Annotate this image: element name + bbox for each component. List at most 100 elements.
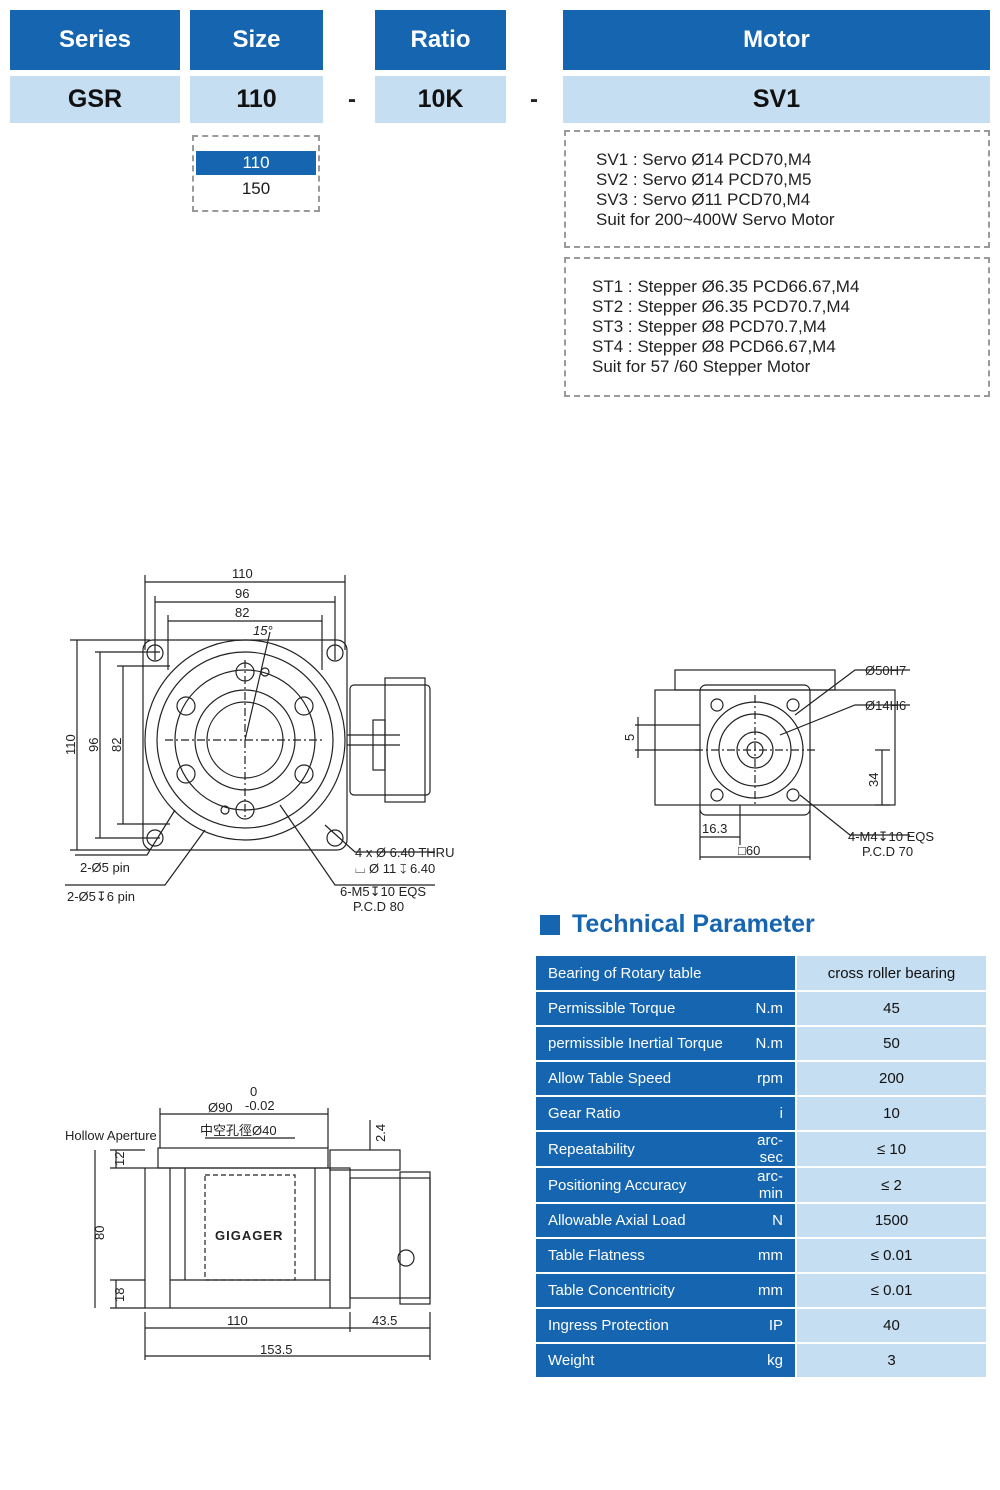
servo-option-3: SV3 : Servo Ø11 PCD70,M4: [596, 190, 811, 209]
param-value: ≤ 0.01: [795, 1273, 986, 1309]
param-unit: N.m: [740, 991, 796, 1027]
size-value: 110: [190, 76, 323, 123]
param-value: cross roller bearing: [795, 956, 986, 992]
side-dim-square: □60: [738, 843, 760, 858]
series-value: GSR: [10, 76, 180, 123]
front-dim-80: 80: [92, 1226, 107, 1240]
front-dim-90: Ø90: [208, 1100, 233, 1115]
front-tol-lower: -0.02: [245, 1098, 275, 1113]
size-option-150[interactable]: 150: [241, 179, 271, 198]
ratio-header: Ratio: [375, 10, 506, 70]
param-value: ≤ 0.01: [795, 1238, 986, 1274]
technical-parameter-title: Technical Parameter: [572, 910, 815, 938]
param-value: ≤ 2: [795, 1167, 986, 1204]
technical-parameter-table: Bearing of Rotary table cross roller bear…: [536, 956, 986, 1379]
param-name: Weight: [536, 1343, 740, 1379]
stepper-option-3: ST3 : Stepper Ø8 PCD70.7,M4: [592, 317, 827, 336]
tap-note: 6-M5↧10 EQS: [340, 884, 426, 899]
param-unit: kg: [740, 1343, 796, 1379]
left-dim-96: 96: [86, 738, 101, 752]
top-dim-angle: 15°: [253, 623, 273, 638]
front-dim-110: 110: [227, 1313, 248, 1328]
param-value: ≤ 10: [795, 1131, 986, 1168]
param-name: permissible Inertial Torque: [536, 1026, 740, 1062]
heading-square-icon: [540, 914, 560, 935]
top-dim-110: 110: [232, 566, 253, 581]
param-name: Permissible Torque: [536, 991, 740, 1027]
servo-suit-note: Suit for 200~400W Servo Motor: [596, 210, 835, 229]
param-unit: arc-min: [740, 1167, 796, 1204]
param-value: 40: [795, 1308, 986, 1344]
front-dim-153-5: 153.5: [260, 1342, 293, 1357]
table-row: Bearing of Rotary table cross roller bear…: [536, 956, 986, 992]
pin-note-1: 2-Ø5 pin: [80, 860, 130, 875]
size-options-box: 110 150: [192, 135, 320, 212]
stepper-suit-note: Suit for 57 /60 Stepper Motor: [592, 357, 811, 376]
param-name: Table Concentricity: [536, 1273, 740, 1309]
front-dim-43-5: 43.5: [372, 1313, 397, 1328]
param-value: 1500: [795, 1203, 986, 1239]
technical-parameter-heading: Technical Parameter: [540, 910, 815, 939]
front-dim-bore: 中空孔徑Ø40: [200, 1123, 277, 1138]
param-value: 50: [795, 1026, 986, 1062]
side-tap-note: 4-M4↧10 EQS: [848, 829, 934, 844]
ratio-value: 10K: [375, 76, 506, 123]
param-name: Ingress Protection: [536, 1308, 740, 1344]
servo-options-box: SV1 : Servo Ø14 PCD70,M4 SV2 : Servo Ø14…: [564, 130, 990, 248]
left-dim-110: 110: [63, 734, 78, 755]
front-tol-upper: 0: [250, 1084, 257, 1099]
top-view-drawing: 110 96 82 15° 110 96 82 2-Ø5 pin 2-Ø5↧6 …: [63, 566, 454, 914]
brand-logo-text: GIGAGER: [215, 1228, 283, 1243]
hollow-aperture-label: Hollow Aperture: [65, 1128, 157, 1143]
counterbore-note: ⌴ Ø 11 ↧ 6.40: [355, 861, 435, 876]
thru-note: 4 x Ø 6.40 THRU: [355, 845, 454, 860]
motor-value: SV1: [563, 76, 990, 123]
servo-option-2: SV2 : Servo Ø14 PCD70,M5: [596, 170, 812, 189]
stepper-option-2: ST2 : Stepper Ø6.35 PCD70.7,M4: [592, 297, 850, 316]
motor-header: Motor: [563, 10, 990, 70]
pin-note-2: 2-Ø5↧6 pin: [67, 889, 135, 904]
front-view-drawing: Ø90 0 -0.02 中空孔徑Ø40 2.4 12 80 18 110 43.…: [65, 1084, 431, 1360]
left-dim-82: 82: [109, 738, 124, 752]
top-dim-82: 82: [235, 605, 249, 620]
param-unit: rpm: [740, 1061, 796, 1097]
front-dim-12: 12: [112, 1152, 127, 1166]
side-dim-bore: Ø50H7: [865, 663, 906, 678]
pcd-note: P.C.D 80: [353, 899, 404, 914]
side-dim-5: 5: [622, 734, 637, 741]
param-name: Gear Ratio: [536, 1096, 740, 1132]
side-dim-shaft: Ø14H6: [865, 698, 906, 713]
side-dim-16-3: 16.3: [702, 821, 727, 836]
param-unit: i: [740, 1096, 796, 1132]
param-name: Bearing of Rotary table: [536, 956, 740, 992]
side-dim-34: 34: [866, 773, 881, 787]
top-dim-96: 96: [235, 586, 249, 601]
stepper-option-4: ST4 : Stepper Ø8 PCD66.67,M4: [592, 337, 836, 356]
param-value: 3: [795, 1343, 986, 1379]
front-dim-2-4: 2.4: [373, 1124, 388, 1142]
param-unit: mm: [740, 1273, 796, 1309]
param-name: Positioning Accuracy: [536, 1167, 740, 1204]
stepper-options-box: ST1 : Stepper Ø6.35 PCD66.67,M4 ST2 : St…: [564, 257, 990, 397]
param-value: 10: [795, 1096, 986, 1132]
param-value: 200: [795, 1061, 986, 1097]
servo-option-1: SV1 : Servo Ø14 PCD70,M4: [596, 150, 812, 169]
param-unit: IP: [740, 1308, 796, 1344]
front-dim-18: 18: [112, 1288, 127, 1302]
stepper-option-1: ST1 : Stepper Ø6.35 PCD66.67,M4: [592, 277, 860, 296]
side-pcd-note: P.C.D 70: [862, 844, 913, 859]
size-option-110[interactable]: 110: [196, 151, 316, 175]
size-header: Size: [190, 10, 323, 70]
param-name: Table Flatness: [536, 1238, 740, 1274]
